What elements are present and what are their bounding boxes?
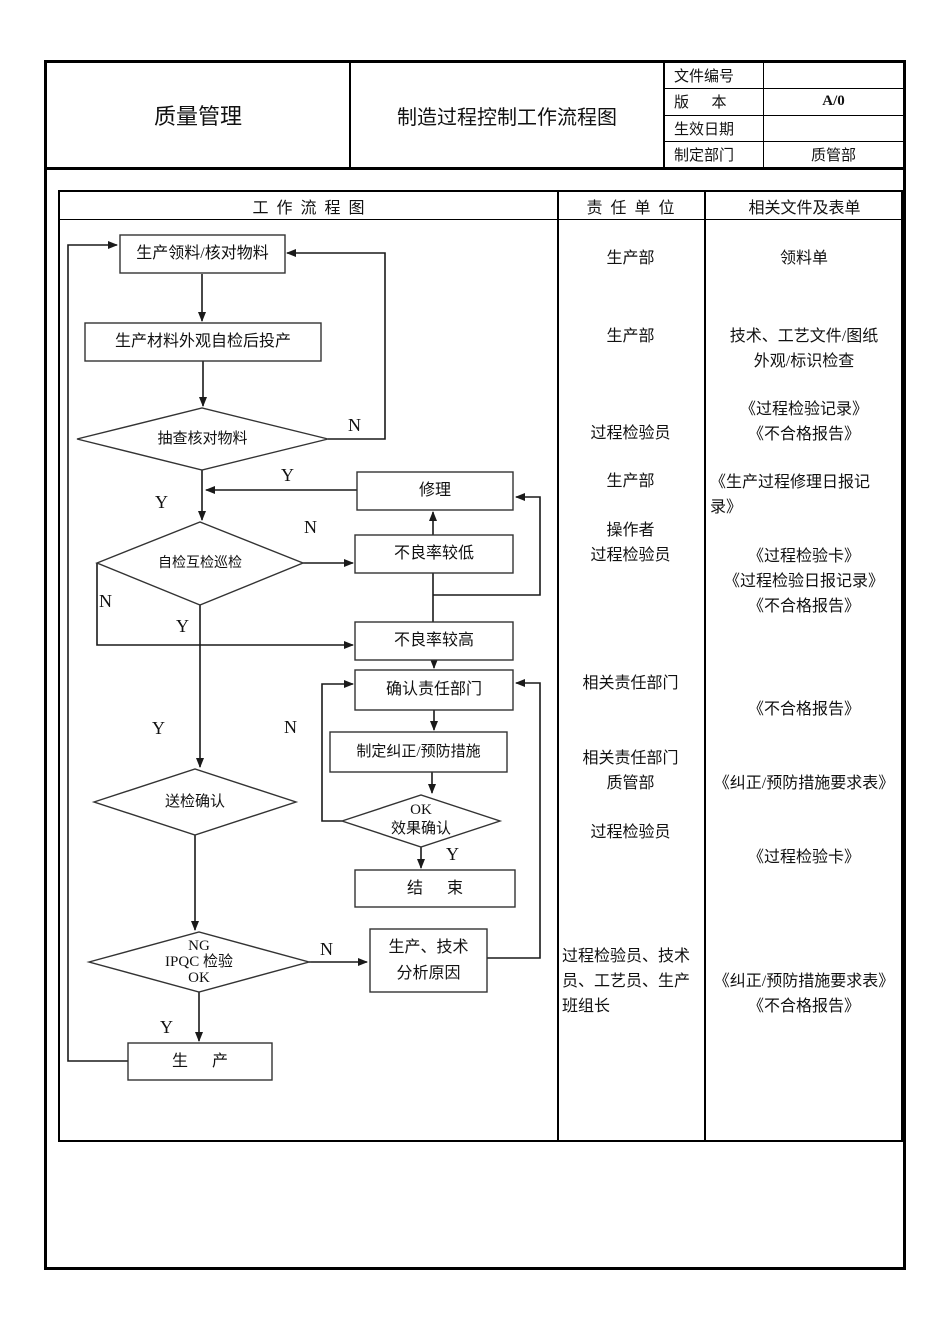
label-y-repair-return: Y [281,465,294,485]
label-n-inspect-high: N [99,591,112,611]
document-entry: 《过程检验卡》 [747,849,860,866]
document-entry: 《不合格报告》 [747,701,860,718]
flow-diamond-ipqc [86,931,312,993]
info-row-effective-date: 生效日期 [665,115,903,142]
responsibility-entry: 过程检验员 [590,824,671,841]
flow-shapes [76,234,516,1081]
connector-effect-n-loop [321,680,354,822]
connector-spotcheck-n-loop [286,249,386,440]
document-entry: 领料单 [779,250,828,267]
flow-table-header-row [60,192,901,220]
document-entry: 《生产过程修理日报记 录》 [710,474,871,516]
label-n-spotcheck: N [348,415,361,435]
column-divider-1 [557,192,559,1140]
responsibility-entry: 相关责任部门 质管部 [582,750,679,792]
document-category: 质量管理 [47,63,351,167]
flow-table: 工 作 流 程 图 责 任 单 位 相关文件及表单 [58,190,903,1142]
label-y-ipqc: Y [160,1017,173,1037]
label-y-spotcheck: Y [155,492,168,512]
flow-box-receive [119,234,286,274]
document-entry: 《纠正/预防措施要求表》 [713,775,895,792]
flow-box-confirm-dept [354,669,514,711]
connector-low-repair-loop [433,493,541,596]
flow-text-production: 生 产 [171,1052,228,1070]
column-divider-2 [704,192,706,1140]
connector-inspect-high [96,563,354,649]
connector-production-loop [67,241,128,1062]
label-n-effect-loop: N [284,717,297,737]
responsibility-entry: 操作者 过程检验员 [590,522,671,564]
column-header-responsibility: 责 任 单 位 [586,200,675,217]
flow-text-submit: 送检确认 [164,794,225,810]
info-value: A/0 [822,93,845,110]
flow-box-low-defect [354,534,514,574]
connector-analyze-confirm-loop [487,679,541,959]
info-row-issuing-dept: 制定部门 质管部 [665,141,903,167]
info-label: 制定部门 [665,141,764,167]
flow-box-end [354,869,516,908]
responsibility-entry: 生产部 [606,250,655,267]
document-title: 制造过程控制工作流程图 [351,63,665,167]
responsibility-entry: 生产部 [606,328,655,345]
flow-text-receive: 生产领料/核对物料 [136,245,269,262]
info-value: 质管部 [810,147,856,164]
flow-box-corrective [329,731,508,773]
responsibility-entry: 过程检验员、技术 员、工艺员、生产 班组长 [562,948,691,1015]
flow-text-spotcheck: 抽查核对物料 [157,431,248,447]
flow-diamond-submit [91,768,299,836]
flow-box-selfcheck [84,322,322,362]
info-label: 文件编号 [665,63,764,89]
responsibility-entry: 生产部 [606,473,655,490]
flow-text-effect: OK 效果确认 [390,802,451,837]
document-entry: 《过程检验记录》 《不合格报告》 [739,401,868,443]
info-row-file-number: 文件编号 [665,63,903,90]
flow-text-selfcheck: 生产材料外观自检后投产 [114,333,291,350]
flow-text-confirm-dept: 确认责任部门 [385,681,482,698]
flow-diamond-effect [339,794,503,848]
flow-diamond-inspect [95,521,305,606]
flow-text-corrective: 制定纠正/预防措施 [356,744,481,760]
flow-text-ipqc: NG IPQC 检验 OK [165,938,233,986]
label-y-inspect: Y [176,616,189,636]
flow-text-low-defect: 不良率较低 [393,545,474,562]
flow-box-analyze [369,928,488,993]
label-n-ipqc: N [320,939,333,959]
flow-text-end: 结 束 [406,879,463,897]
responsibility-entry: 相关责任部门 [582,675,679,692]
document-entry: 《纠正/预防措施要求表》 《不合格报告》 [713,973,895,1015]
flow-diamond-spotcheck [76,407,329,471]
column-header-flow: 工 作 流 程 图 [252,200,365,217]
document-entry: 技术、工艺文件/图纸 外观/标识检查 [729,328,879,370]
document-info-table: 文件编号 版 本 A/0 生效日期 制定部门 质管部 [665,63,903,167]
flow-connectors [67,241,541,1062]
flow-box-repair [356,471,514,511]
label-y-effect: Y [446,844,459,864]
column-header-documents: 相关文件及表单 [748,200,861,217]
flow-box-production [127,1042,273,1081]
flow-text-analyze: 生产、技术 分析原因 [388,938,469,982]
flow-text-high-defect: 不良率较高 [393,632,474,649]
flow-box-high-defect [354,621,514,661]
responsibility-entry: 过程检验员 [590,425,671,442]
info-row-version: 版 本 A/0 [665,89,903,116]
label-y-submit-in: Y [152,718,165,738]
flow-text-repair: 修理 [418,482,451,499]
document-entry: 《过程检验卡》 《过程检验日报记录》 《不合格报告》 [723,548,884,615]
flow-text-inspect: 自检互检巡检 [158,555,242,571]
info-label: 版 本 [665,89,764,115]
label-n-inspect-low: N [304,517,317,537]
info-label: 生效日期 [665,115,764,141]
document-header: 质量管理 制造过程控制工作流程图 文件编号 版 本 A/0 生效日期 制定部门 … [44,60,906,170]
